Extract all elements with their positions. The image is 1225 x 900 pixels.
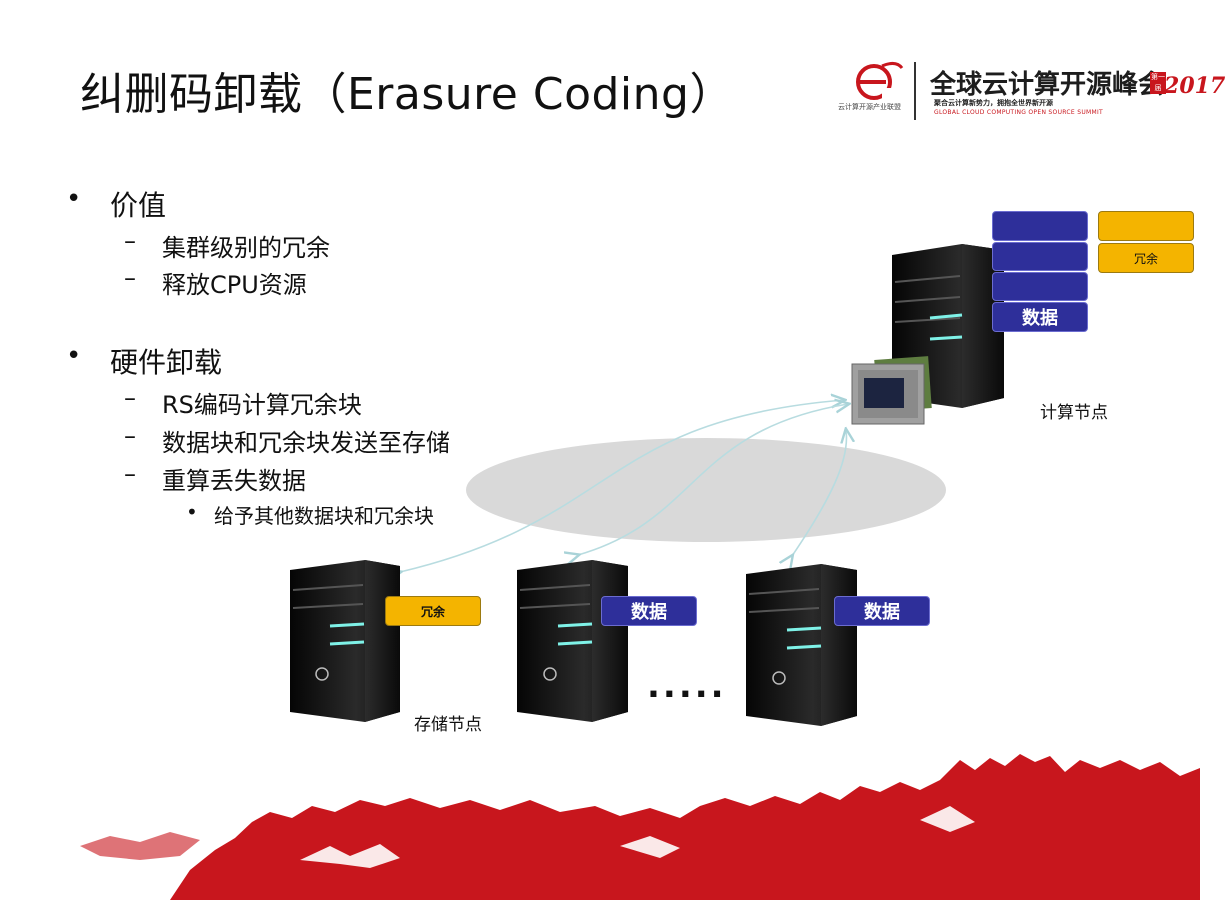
summit-edition-tag: 第一届 xyxy=(1150,72,1166,94)
network-cloud xyxy=(466,438,946,542)
sub-bullet-text: RS编码计算冗余块 xyxy=(162,391,362,419)
arrow-to-storage-2 xyxy=(578,404,848,555)
summit-english-name: GLOBAL CLOUD COMPUTING OPEN SOURCE SUMMI… xyxy=(934,109,1104,116)
sub-bullet-text: 集群级别的冗余 xyxy=(162,234,330,262)
slide-title: 纠删码卸载（Erasure Coding） xyxy=(80,69,734,120)
red-mountain-banner xyxy=(170,754,1200,900)
summit-slogan: 聚合云计算新势力，拥抱全世界新开源 xyxy=(934,99,1053,107)
storage-server-2 xyxy=(517,560,628,722)
summit-name-text: 全球云计算开源峰会 xyxy=(930,70,1165,100)
redundancy-block-labeled: 冗余 xyxy=(1098,243,1194,273)
storage-server-1 xyxy=(290,560,400,722)
slide: 纠删码卸载（Erasure Coding） 云计算开源产业联盟 全球云计算开源峰… xyxy=(66,58,1225,900)
compute-node-label: 计算节点 xyxy=(1040,403,1108,423)
sub-bullet-text: 重算丢失数据 xyxy=(162,467,306,495)
bullet-dot-icon: • xyxy=(66,341,82,371)
bullet-dot-icon: • xyxy=(66,184,82,214)
data-block-labeled: 数据 xyxy=(992,302,1088,332)
arrow-to-storage-3 xyxy=(792,430,847,556)
bullet-text: 价值 xyxy=(110,189,167,222)
sub-bullet: – RS编码计算冗余块 xyxy=(124,384,362,420)
logo-divider xyxy=(914,62,916,120)
sub-bullet: – 释放CPU资源 xyxy=(124,264,307,300)
dash-icon: – xyxy=(124,384,136,412)
bullet-dot-icon: • xyxy=(186,500,198,524)
dash-icon: – xyxy=(124,227,136,255)
storage-server-3 xyxy=(746,564,857,726)
data-block xyxy=(992,272,1088,301)
summit-name: 全球云计算开源峰会2017 xyxy=(930,64,1225,101)
data-block xyxy=(992,242,1088,271)
data-block xyxy=(992,211,1088,241)
storage-data-block: 数据 xyxy=(601,596,697,626)
sub-bullet: – 集群级别的冗余 xyxy=(124,227,330,263)
dash-icon: – xyxy=(124,264,136,292)
sub-bullet: – 重算丢失数据 xyxy=(124,460,306,496)
more-nodes-ellipsis: ..... xyxy=(647,666,727,706)
storage-data-block: 数据 xyxy=(834,596,930,626)
alliance-logo-icon xyxy=(856,61,904,100)
redundancy-block xyxy=(1098,211,1194,241)
storage-redundancy-block: 冗余 xyxy=(385,596,481,626)
dash-icon: – xyxy=(124,422,136,450)
bullet-value: • 价值 xyxy=(66,184,167,224)
erasure-coding-diagram xyxy=(80,244,1200,900)
summit-logo: 云计算开源产业联盟 全球云计算开源峰会2017 第一届 聚合云计算新势力，拥抱全… xyxy=(838,58,1225,124)
bullet-text: 硬件卸载 xyxy=(110,346,223,379)
alliance-name: 云计算开源产业联盟 xyxy=(838,103,901,111)
bullet-hardware-offload: • 硬件卸载 xyxy=(66,341,223,381)
dash-icon: – xyxy=(124,460,136,488)
storage-node-label: 存储节点 xyxy=(414,715,482,735)
mountain-highlight xyxy=(300,806,975,868)
chip-icon xyxy=(851,356,932,425)
sub-bullet-text: 释放CPU资源 xyxy=(162,271,307,299)
summit-year: 2017 xyxy=(1164,73,1225,99)
mountain-speckle xyxy=(80,832,200,860)
